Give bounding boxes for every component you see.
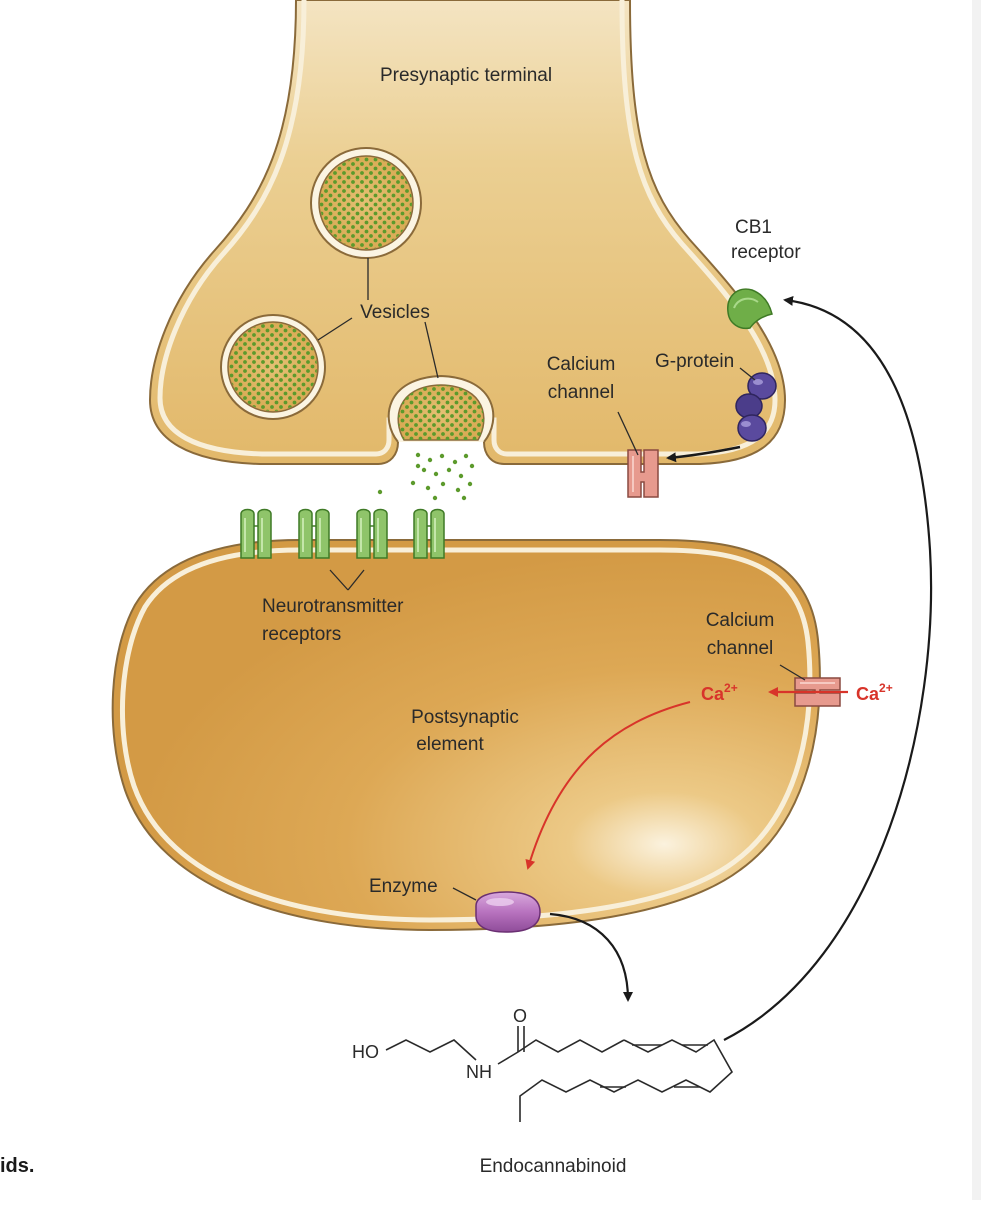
- presynaptic-terminal-label: Presynaptic terminal: [380, 65, 552, 86]
- neurotransmitter-receptors-label-line2: receptors: [262, 624, 341, 645]
- neurotransmitter-receptor-icon: [356, 508, 388, 559]
- enzyme-label: Enzyme: [369, 876, 438, 897]
- ca-inside-charge: 2+: [724, 681, 738, 695]
- vesicle-1: [310, 147, 422, 259]
- cb1-receptor-icon: [727, 288, 773, 330]
- postsynaptic-element: [111, 539, 821, 932]
- endocannabinoid-to-cb1-arrow: [723, 295, 933, 1041]
- neurotransmitter-receptor-icon: [240, 508, 272, 559]
- endocannabinoid-molecule: [385, 1026, 734, 1122]
- molecule-o-label: O: [513, 1006, 527, 1026]
- neurotransmitter-receptor-icon: [298, 508, 330, 559]
- calcium-channel-post-label-line2: channel: [707, 638, 774, 659]
- cb1-receptor-label-line2: receptor: [731, 242, 801, 263]
- vesicle-2: [220, 314, 326, 420]
- page-edge: [972, 0, 981, 1200]
- molecule-nh-label: NH: [466, 1062, 492, 1082]
- leader-lines: [317, 258, 806, 901]
- postsynaptic-label-line1: Postsynaptic: [411, 707, 519, 728]
- ca-outside-label: Ca2+: [856, 681, 893, 704]
- neurotransmitter-receptor-icon: [413, 508, 445, 559]
- g-protein-to-channel-arrow: [666, 445, 741, 463]
- calcium-channel-pre-label-line2: channel: [548, 382, 615, 403]
- vesicles-label: Vesicles: [360, 302, 430, 323]
- enzyme-icon: [475, 891, 541, 933]
- ca-inside-label: Ca2+: [701, 681, 738, 704]
- g-protein-label: G-protein: [655, 351, 734, 372]
- neurotransmitter-receptors-label-line1: Neurotransmitter: [262, 596, 404, 617]
- cb1-receptor-label-line1: CB1: [735, 217, 772, 238]
- calcium-channel-pre-label-line1: Calcium: [547, 354, 616, 375]
- molecule-ho-label: HO: [352, 1042, 379, 1062]
- calcium-channel-post-label-line1: Calcium: [706, 610, 775, 631]
- vesicle-fusing: [387, 374, 495, 443]
- released-neurotransmitter: [377, 452, 475, 501]
- endocannabinoid-label: Endocannabinoid: [480, 1156, 627, 1177]
- ca-outside-charge: 2+: [879, 681, 893, 695]
- postsynaptic-label-line2: element: [416, 734, 484, 755]
- enzyme-to-endocannabinoid-arrow: [549, 912, 633, 1002]
- caption-fragment: ids.: [0, 1155, 34, 1177]
- calcium-channel-pre-icon: [627, 449, 659, 498]
- calcium-to-enzyme-arrow: [525, 701, 691, 870]
